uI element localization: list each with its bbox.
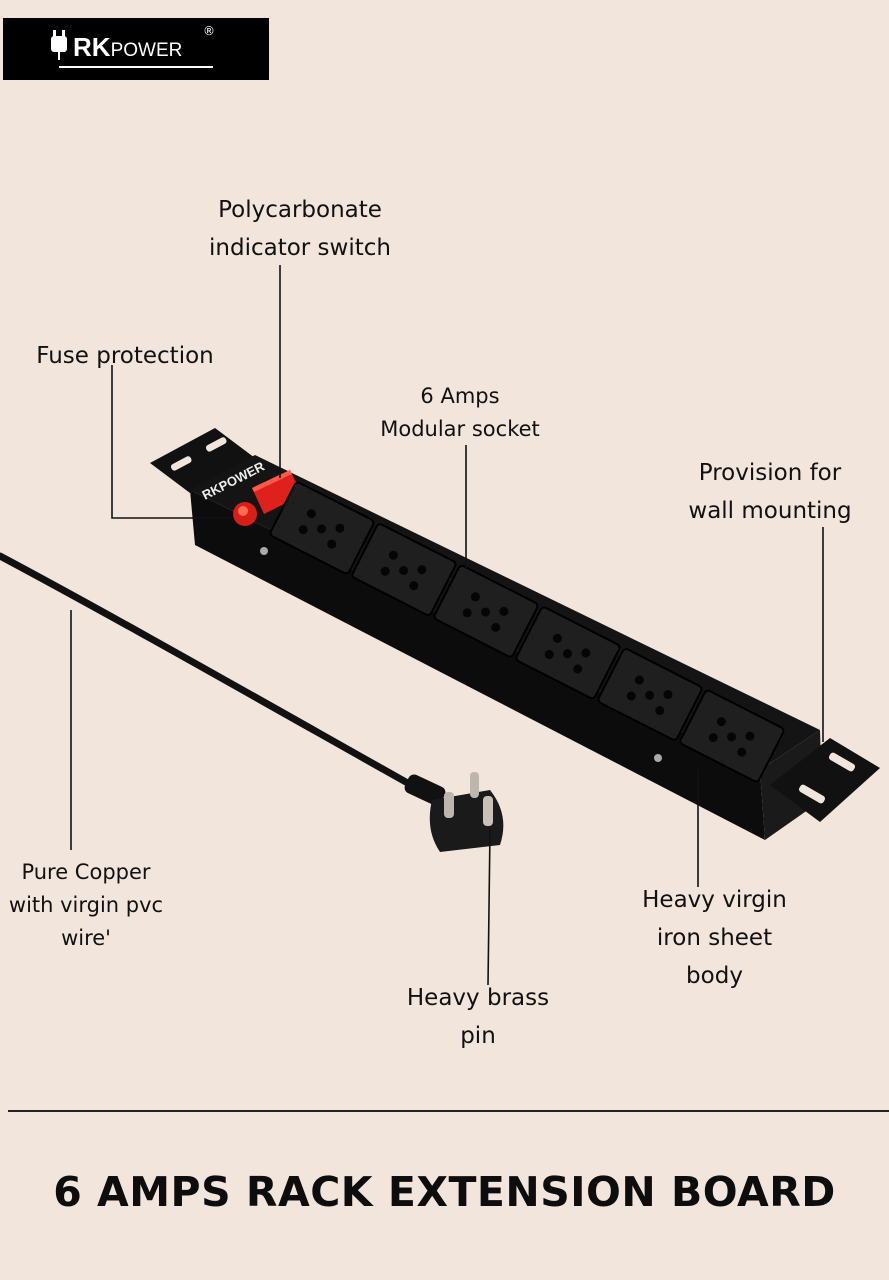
socket xyxy=(433,564,539,658)
plug-head xyxy=(429,772,504,852)
product-illustration: RKPOWER xyxy=(0,265,880,986)
brand-logo: RKPOWER ® xyxy=(3,18,269,80)
socket xyxy=(679,689,785,783)
fuse-holder xyxy=(233,502,257,526)
leader-lines xyxy=(70,265,824,986)
callout-wall-mounting: Provision for wall mounting xyxy=(688,460,852,524)
product-title: 6 AMPS RACK EXTENSION BOARD xyxy=(53,1168,836,1216)
footer-divider xyxy=(8,1110,889,1112)
callout-indicator-switch: Polycarbonate indicator switch xyxy=(209,197,391,261)
board-front-face xyxy=(190,490,765,840)
callout-iron-body: Heavy virgin iron sheet body xyxy=(642,887,787,989)
socket xyxy=(351,523,457,616)
socket xyxy=(597,648,703,741)
socket xyxy=(269,481,375,575)
registered-mark: ® xyxy=(203,24,215,38)
callout-brass-pin: Heavy brass pin xyxy=(406,985,550,1049)
cord-strain-relief xyxy=(404,774,446,806)
callout-fuse-protection: Fuse protection xyxy=(36,343,214,369)
callout-modular-socket: 6 Amps Modular socket xyxy=(380,384,540,441)
left-mounting-ear xyxy=(150,428,255,493)
power-cord xyxy=(0,552,424,794)
logo-wordmark: RKPOWER xyxy=(73,32,183,62)
right-mounting-ear xyxy=(770,738,880,822)
plug-icon xyxy=(51,30,67,60)
socket-group xyxy=(269,481,785,783)
callout-copper-wire: Pure Copper with virgin pvc wire' xyxy=(8,860,164,950)
socket xyxy=(515,606,621,700)
indicator-switch xyxy=(252,470,302,514)
side-screw xyxy=(654,754,662,762)
logo-underline xyxy=(59,66,213,68)
side-screw xyxy=(260,547,268,555)
